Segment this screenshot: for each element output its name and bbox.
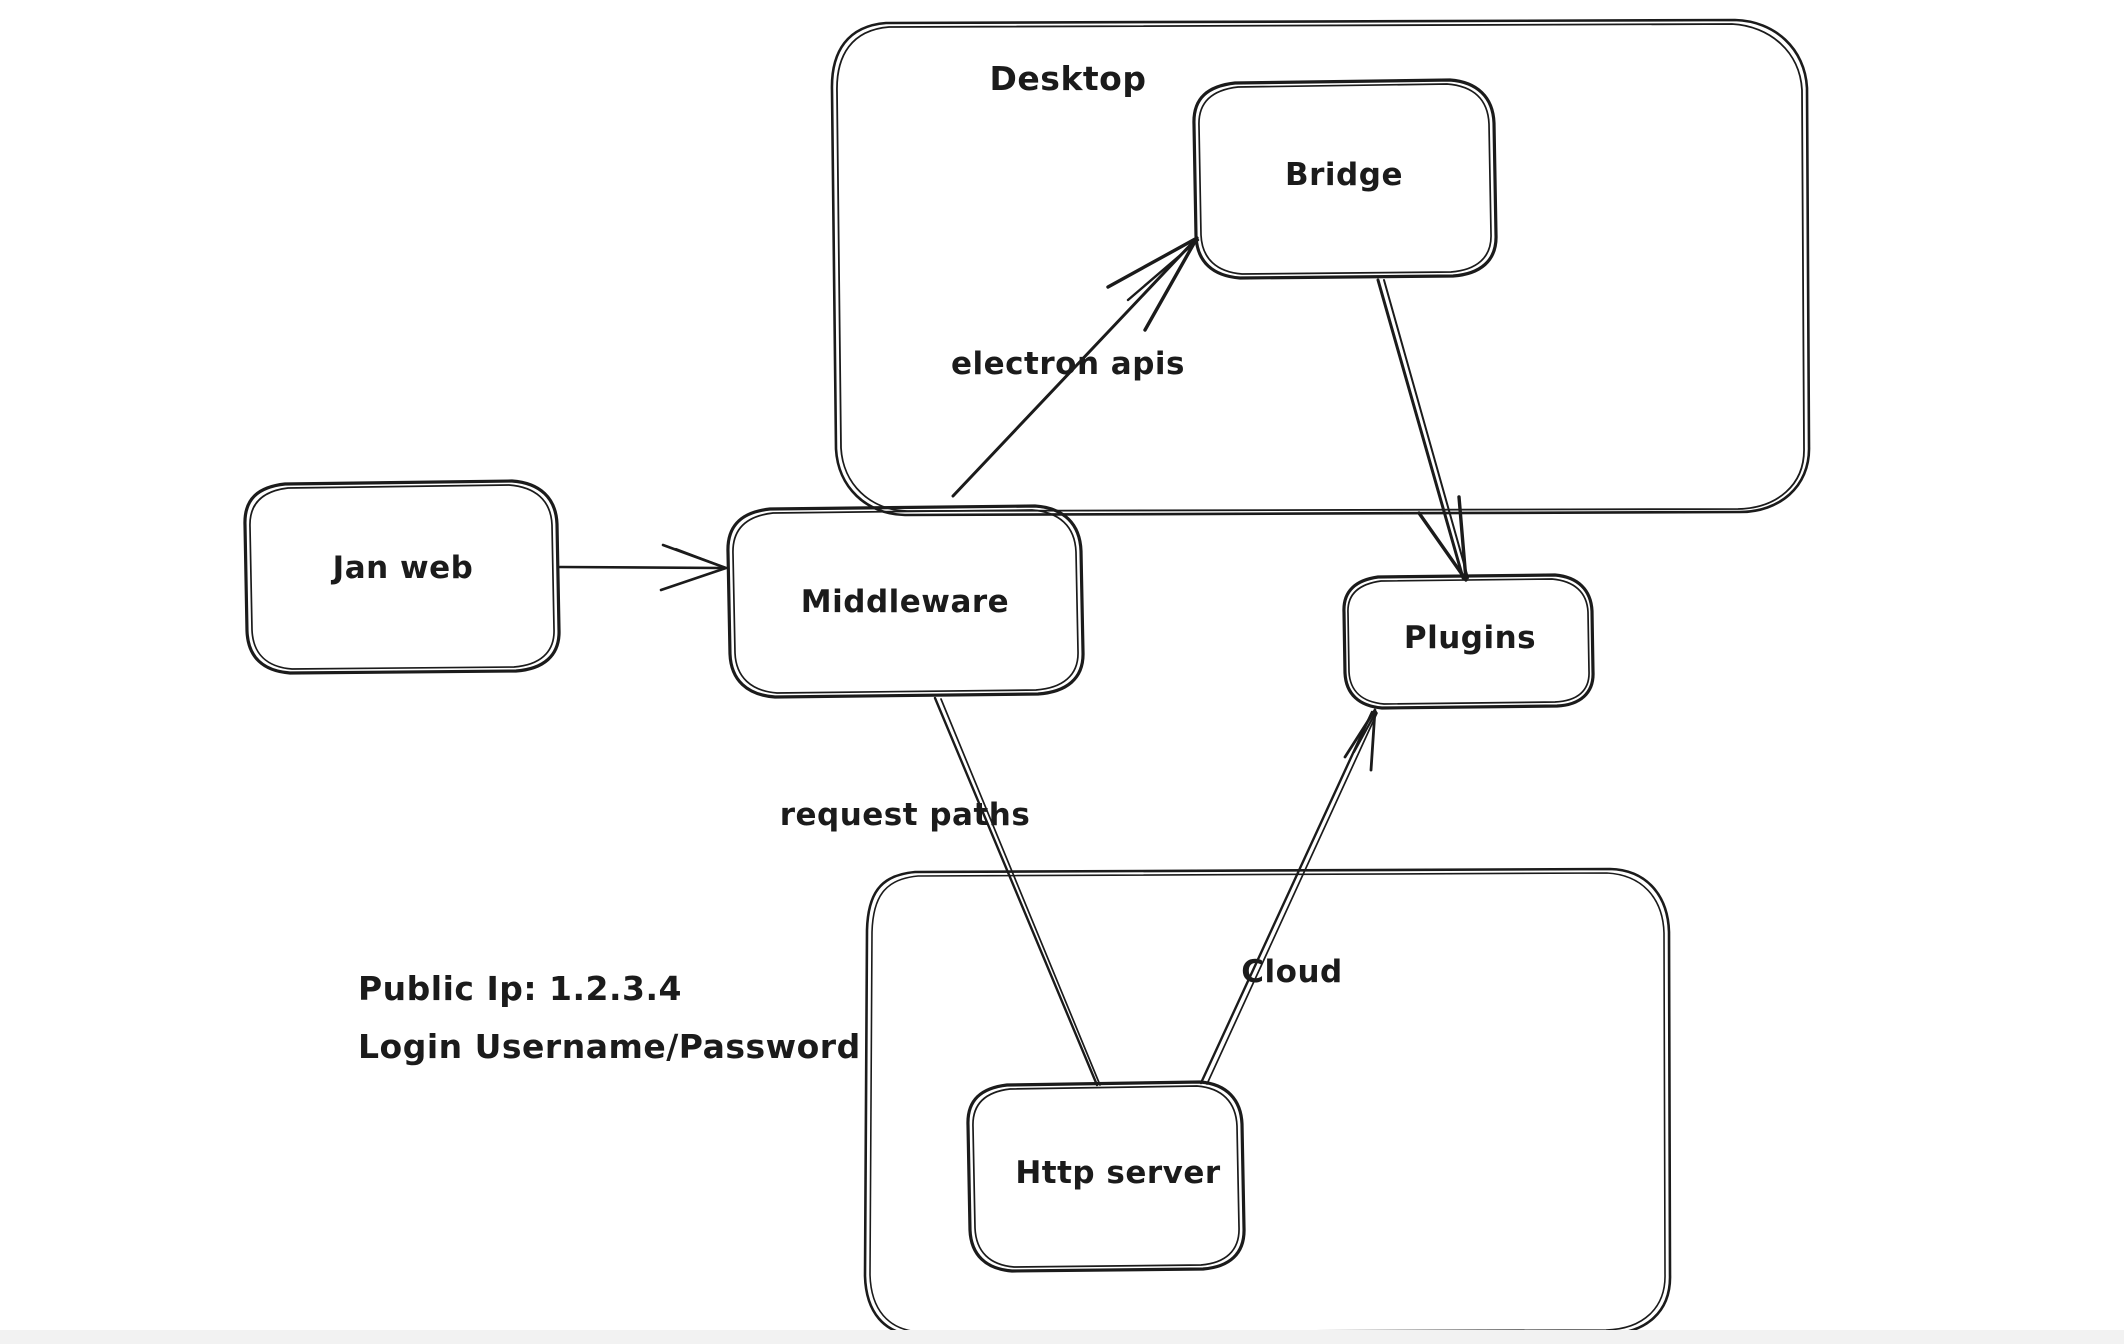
middleware-box-outline bbox=[726, 504, 1085, 699]
edge5-arrowhead-sketch bbox=[1352, 710, 1378, 754]
middleware-box-outline-sketch bbox=[732, 509, 1079, 694]
group-desktop bbox=[830, 18, 1811, 517]
edge-jan-web-to-middleware bbox=[558, 543, 728, 592]
node-label-bridge: Bridge bbox=[1285, 157, 1403, 193]
node-jan-web[interactable] bbox=[243, 479, 561, 675]
edge3-arrowhead bbox=[1417, 495, 1468, 582]
node-label-middleware: Middleware bbox=[801, 584, 1009, 620]
edge-middleware-to-bridge bbox=[951, 236, 1200, 498]
bridge-box-outline-sketch bbox=[1198, 83, 1492, 275]
desktop-container-outline-sketch bbox=[836, 23, 1805, 512]
node-plugins[interactable] bbox=[1342, 573, 1595, 710]
plugins-box-outline-sketch bbox=[1347, 578, 1590, 705]
edge4-line bbox=[933, 696, 1099, 1087]
edge2-arrowhead bbox=[1106, 236, 1199, 332]
desktop-container-outline bbox=[830, 18, 1811, 517]
cloud-container-outline-sketch bbox=[869, 872, 1666, 1333]
plugins-box-outline bbox=[1342, 573, 1595, 710]
node-label-http-server: Http server bbox=[1015, 1155, 1221, 1191]
edge-http-server-to-plugins bbox=[1199, 708, 1378, 1085]
node-bridge[interactable] bbox=[1192, 78, 1498, 280]
http-server-box-outline bbox=[966, 1080, 1246, 1273]
node-http-server[interactable] bbox=[966, 1080, 1246, 1273]
note-login-credentials: Login Username/Password bbox=[358, 1027, 861, 1066]
edge2-arrowhead-sketch bbox=[1126, 238, 1200, 302]
edge1-arrowhead-sketch bbox=[674, 547, 728, 570]
edge3-line bbox=[1376, 278, 1465, 580]
edge3-line-sketch bbox=[1383, 279, 1469, 579]
edge2-line bbox=[951, 237, 1198, 498]
node-middleware[interactable] bbox=[726, 504, 1085, 699]
edge-label-cloud: Cloud bbox=[1241, 954, 1342, 990]
http-server-box-outline-sketch bbox=[972, 1085, 1240, 1268]
jan-web-box-outline-sketch bbox=[249, 484, 555, 670]
edge5-line-sketch bbox=[1206, 712, 1378, 1085]
bottom-edge-strip bbox=[0, 1330, 2124, 1344]
node-label-plugins: Plugins bbox=[1404, 620, 1536, 656]
node-label-jan-web: Jan web bbox=[331, 550, 474, 586]
bridge-box-outline bbox=[1192, 78, 1498, 280]
edge-bridge-to-plugins bbox=[1376, 278, 1469, 582]
edge-label-request-paths: request paths bbox=[780, 797, 1031, 833]
edge4-line-sketch bbox=[940, 698, 1101, 1086]
group-label-desktop: Desktop bbox=[990, 59, 1147, 98]
edge5-arrowhead bbox=[1343, 708, 1377, 772]
edge-middleware-to-http-server bbox=[933, 696, 1101, 1087]
edge1-line bbox=[558, 565, 726, 570]
note-public-ip: Public Ip: 1.2.3.4 bbox=[358, 969, 682, 1008]
jan-web-box-outline bbox=[243, 479, 561, 675]
edge-label-electron-apis: electron apis bbox=[951, 346, 1185, 382]
edge5-line bbox=[1199, 710, 1374, 1085]
